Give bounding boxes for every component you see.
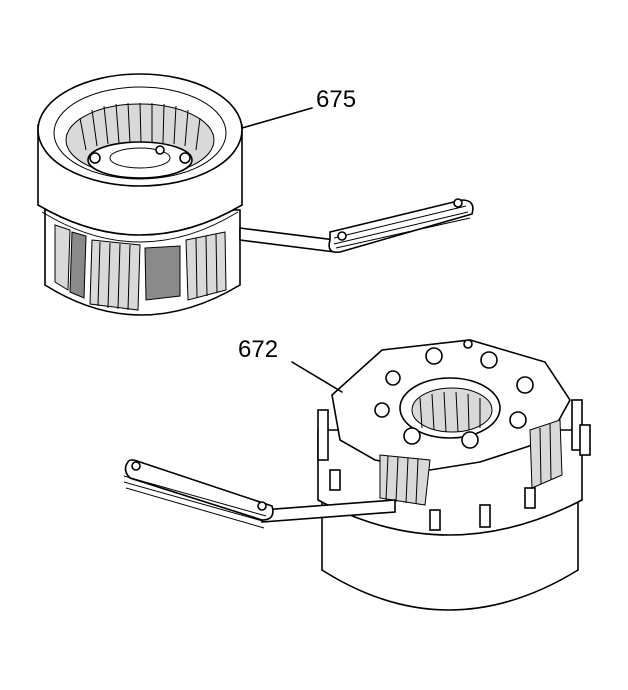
strap-plate-layers-672 — [123, 475, 267, 529]
carrier-tabs — [317, 399, 591, 531]
bore-spline-lines — [419, 391, 481, 433]
pinion-window-right — [529, 419, 563, 489]
carrier-bolt-holes — [374, 339, 534, 449]
strap-hole-672-a — [131, 461, 141, 471]
drum-band-line — [37, 204, 243, 236]
carrier-assembly-672 — [123, 339, 591, 611]
drum-hub — [87, 141, 193, 179]
strap-hole-675-b — [337, 231, 347, 241]
drum-inner-rim — [53, 86, 227, 180]
leader-line-675 — [241, 107, 313, 129]
leader-line-672 — [291, 361, 343, 393]
strap-hole-675-a — [453, 198, 463, 208]
hub-hole-1 — [89, 152, 101, 164]
hub-hole-3 — [155, 145, 165, 155]
strap-plate-672 — [124, 459, 274, 521]
drum-band-line-2 — [41, 211, 239, 243]
pinion-teeth-right — [539, 423, 552, 485]
ring-gear-lower-teeth — [54, 224, 227, 311]
carrier-base-edge — [321, 569, 579, 611]
callout-672: 672 — [238, 336, 279, 363]
ring-gear-assembly-675 — [37, 73, 474, 316]
drum-internal-splines — [79, 102, 201, 151]
ring-gear-bottom-edge — [44, 284, 241, 316]
strap-plate-layers-675 — [333, 205, 471, 249]
drum-hub-bore — [109, 147, 171, 169]
callout-675: 675 — [316, 86, 357, 113]
pinion-teeth-left — [385, 455, 419, 505]
strap-handle-675 — [239, 227, 336, 253]
strap-hole-672-b — [257, 501, 267, 511]
hub-hole-2 — [179, 152, 191, 164]
